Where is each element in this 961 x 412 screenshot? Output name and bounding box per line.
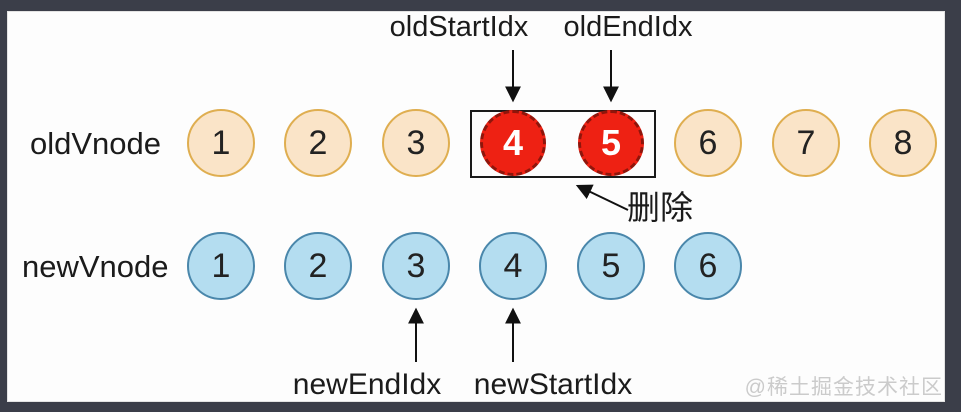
delete-label: 删除 bbox=[627, 189, 693, 226]
old-start-idx-label: oldStartIdx bbox=[389, 11, 529, 43]
old-vnode-row-label: oldVnode bbox=[30, 126, 162, 161]
new-start-idx-label: newStartIdx bbox=[473, 368, 633, 401]
new-vnode-row-label: newVnode bbox=[22, 249, 169, 284]
delete-box bbox=[470, 110, 656, 178]
new-vnode-node-1: 1 bbox=[187, 232, 255, 300]
old-end-idx-label: oldEndIdx bbox=[563, 11, 693, 43]
old-vnode-node-7: 7 bbox=[772, 109, 840, 177]
new-vnode-node-3: 3 bbox=[382, 232, 450, 300]
old-vnode-node-1: 1 bbox=[187, 109, 255, 177]
new-vnode-node-5: 5 bbox=[577, 232, 645, 300]
diagram-panel bbox=[7, 11, 945, 402]
old-vnode-node-3: 3 bbox=[382, 109, 450, 177]
new-vnode-node-6: 6 bbox=[674, 232, 742, 300]
old-vnode-node-8: 8 bbox=[869, 109, 937, 177]
new-end-idx-label: newEndIdx bbox=[292, 368, 442, 401]
new-vnode-node-4: 4 bbox=[479, 232, 547, 300]
old-vnode-node-5-deleted: 5 bbox=[578, 110, 644, 176]
old-vnode-node-6: 6 bbox=[674, 109, 742, 177]
new-vnode-node-2: 2 bbox=[284, 232, 352, 300]
old-vnode-node-2: 2 bbox=[284, 109, 352, 177]
watermark: @稀土掘金技术社区 bbox=[744, 376, 943, 399]
old-vnode-node-4-deleted: 4 bbox=[480, 110, 546, 176]
